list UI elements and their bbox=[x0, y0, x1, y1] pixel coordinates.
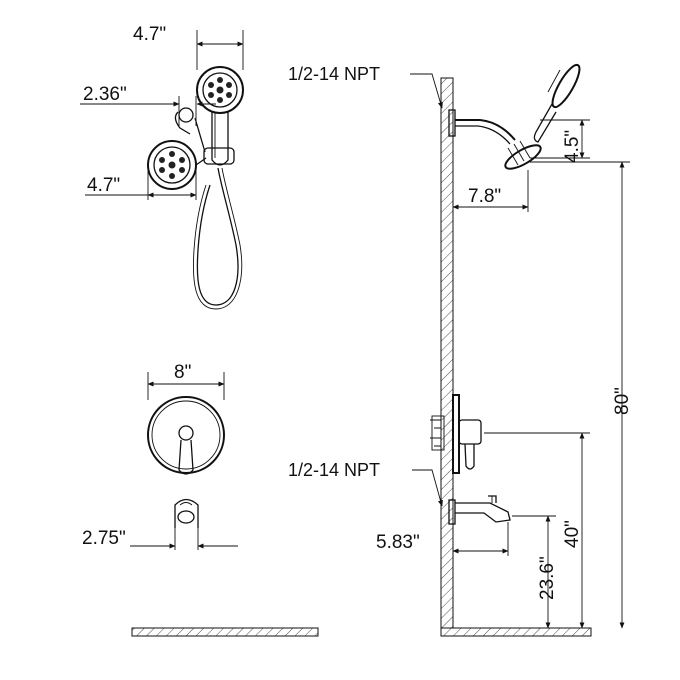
side-tub-spout bbox=[448, 495, 511, 525]
label-spout-height: 23.6" bbox=[537, 556, 558, 600]
shower-hose bbox=[196, 167, 239, 306]
front-view-shower-heads: 4.7" 2.36" 4.7" bbox=[80, 24, 244, 310]
fixed-showerhead bbox=[147, 140, 207, 190]
label-lower-npt: 1/2-14 NPT bbox=[288, 460, 380, 480]
floor-left bbox=[131, 627, 319, 637]
label-spout-width: 2.75" bbox=[82, 528, 126, 549]
dim-head-drop: 4.5" bbox=[530, 119, 590, 163]
label-spout-reach: 5.83" bbox=[376, 532, 420, 553]
label-head-width-bottom: 4.7" bbox=[87, 175, 120, 196]
handshower-holder bbox=[174, 107, 235, 165]
label-arm-reach: 7.8" bbox=[468, 186, 501, 207]
label-arm-offset: 2.36" bbox=[83, 84, 127, 105]
tub-spout-front-view: 2.75" bbox=[82, 498, 238, 550]
dim-head-width-top: 4.7" bbox=[133, 24, 244, 70]
dim-spout-height: 23.6" bbox=[512, 515, 558, 629]
label-head-width-top: 4.7" bbox=[133, 24, 166, 45]
label-trim-diameter: 8" bbox=[174, 362, 191, 383]
label-showerhead-height: 80" bbox=[612, 387, 633, 415]
note-lower-npt: 1/2-14 NPT bbox=[288, 460, 443, 507]
dim-arm-reach: 7.8" bbox=[452, 170, 529, 212]
side-shower-arm bbox=[448, 109, 516, 145]
label-valve-height: 40" bbox=[562, 520, 583, 548]
dim-valve-height: 40" bbox=[484, 432, 590, 629]
label-upper-npt: 1/2-14 NPT bbox=[288, 64, 380, 84]
label-head-drop: 4.5" bbox=[562, 130, 583, 163]
dim-head-width-bottom: 4.7" bbox=[85, 170, 197, 200]
side-elevation: 1/2-14 NPT 4.5" 7.8" 80" bbox=[288, 63, 633, 637]
side-handshower bbox=[533, 63, 581, 143]
handle-hub bbox=[178, 425, 194, 441]
lever-handle bbox=[178, 439, 194, 475]
trim-plate-front-view: 8" bbox=[147, 362, 225, 475]
dim-spout-reach: 5.83" bbox=[376, 522, 509, 556]
handshower-head bbox=[196, 66, 244, 166]
side-valve-trim bbox=[430, 394, 482, 474]
side-fixed-showerhead bbox=[504, 140, 542, 170]
note-upper-npt: 1/2-14 NPT bbox=[288, 64, 443, 109]
wall-section bbox=[440, 77, 592, 637]
dim-arm-offset: 2.36" bbox=[80, 84, 216, 126]
dim-showerhead-height: 80" bbox=[530, 161, 633, 629]
